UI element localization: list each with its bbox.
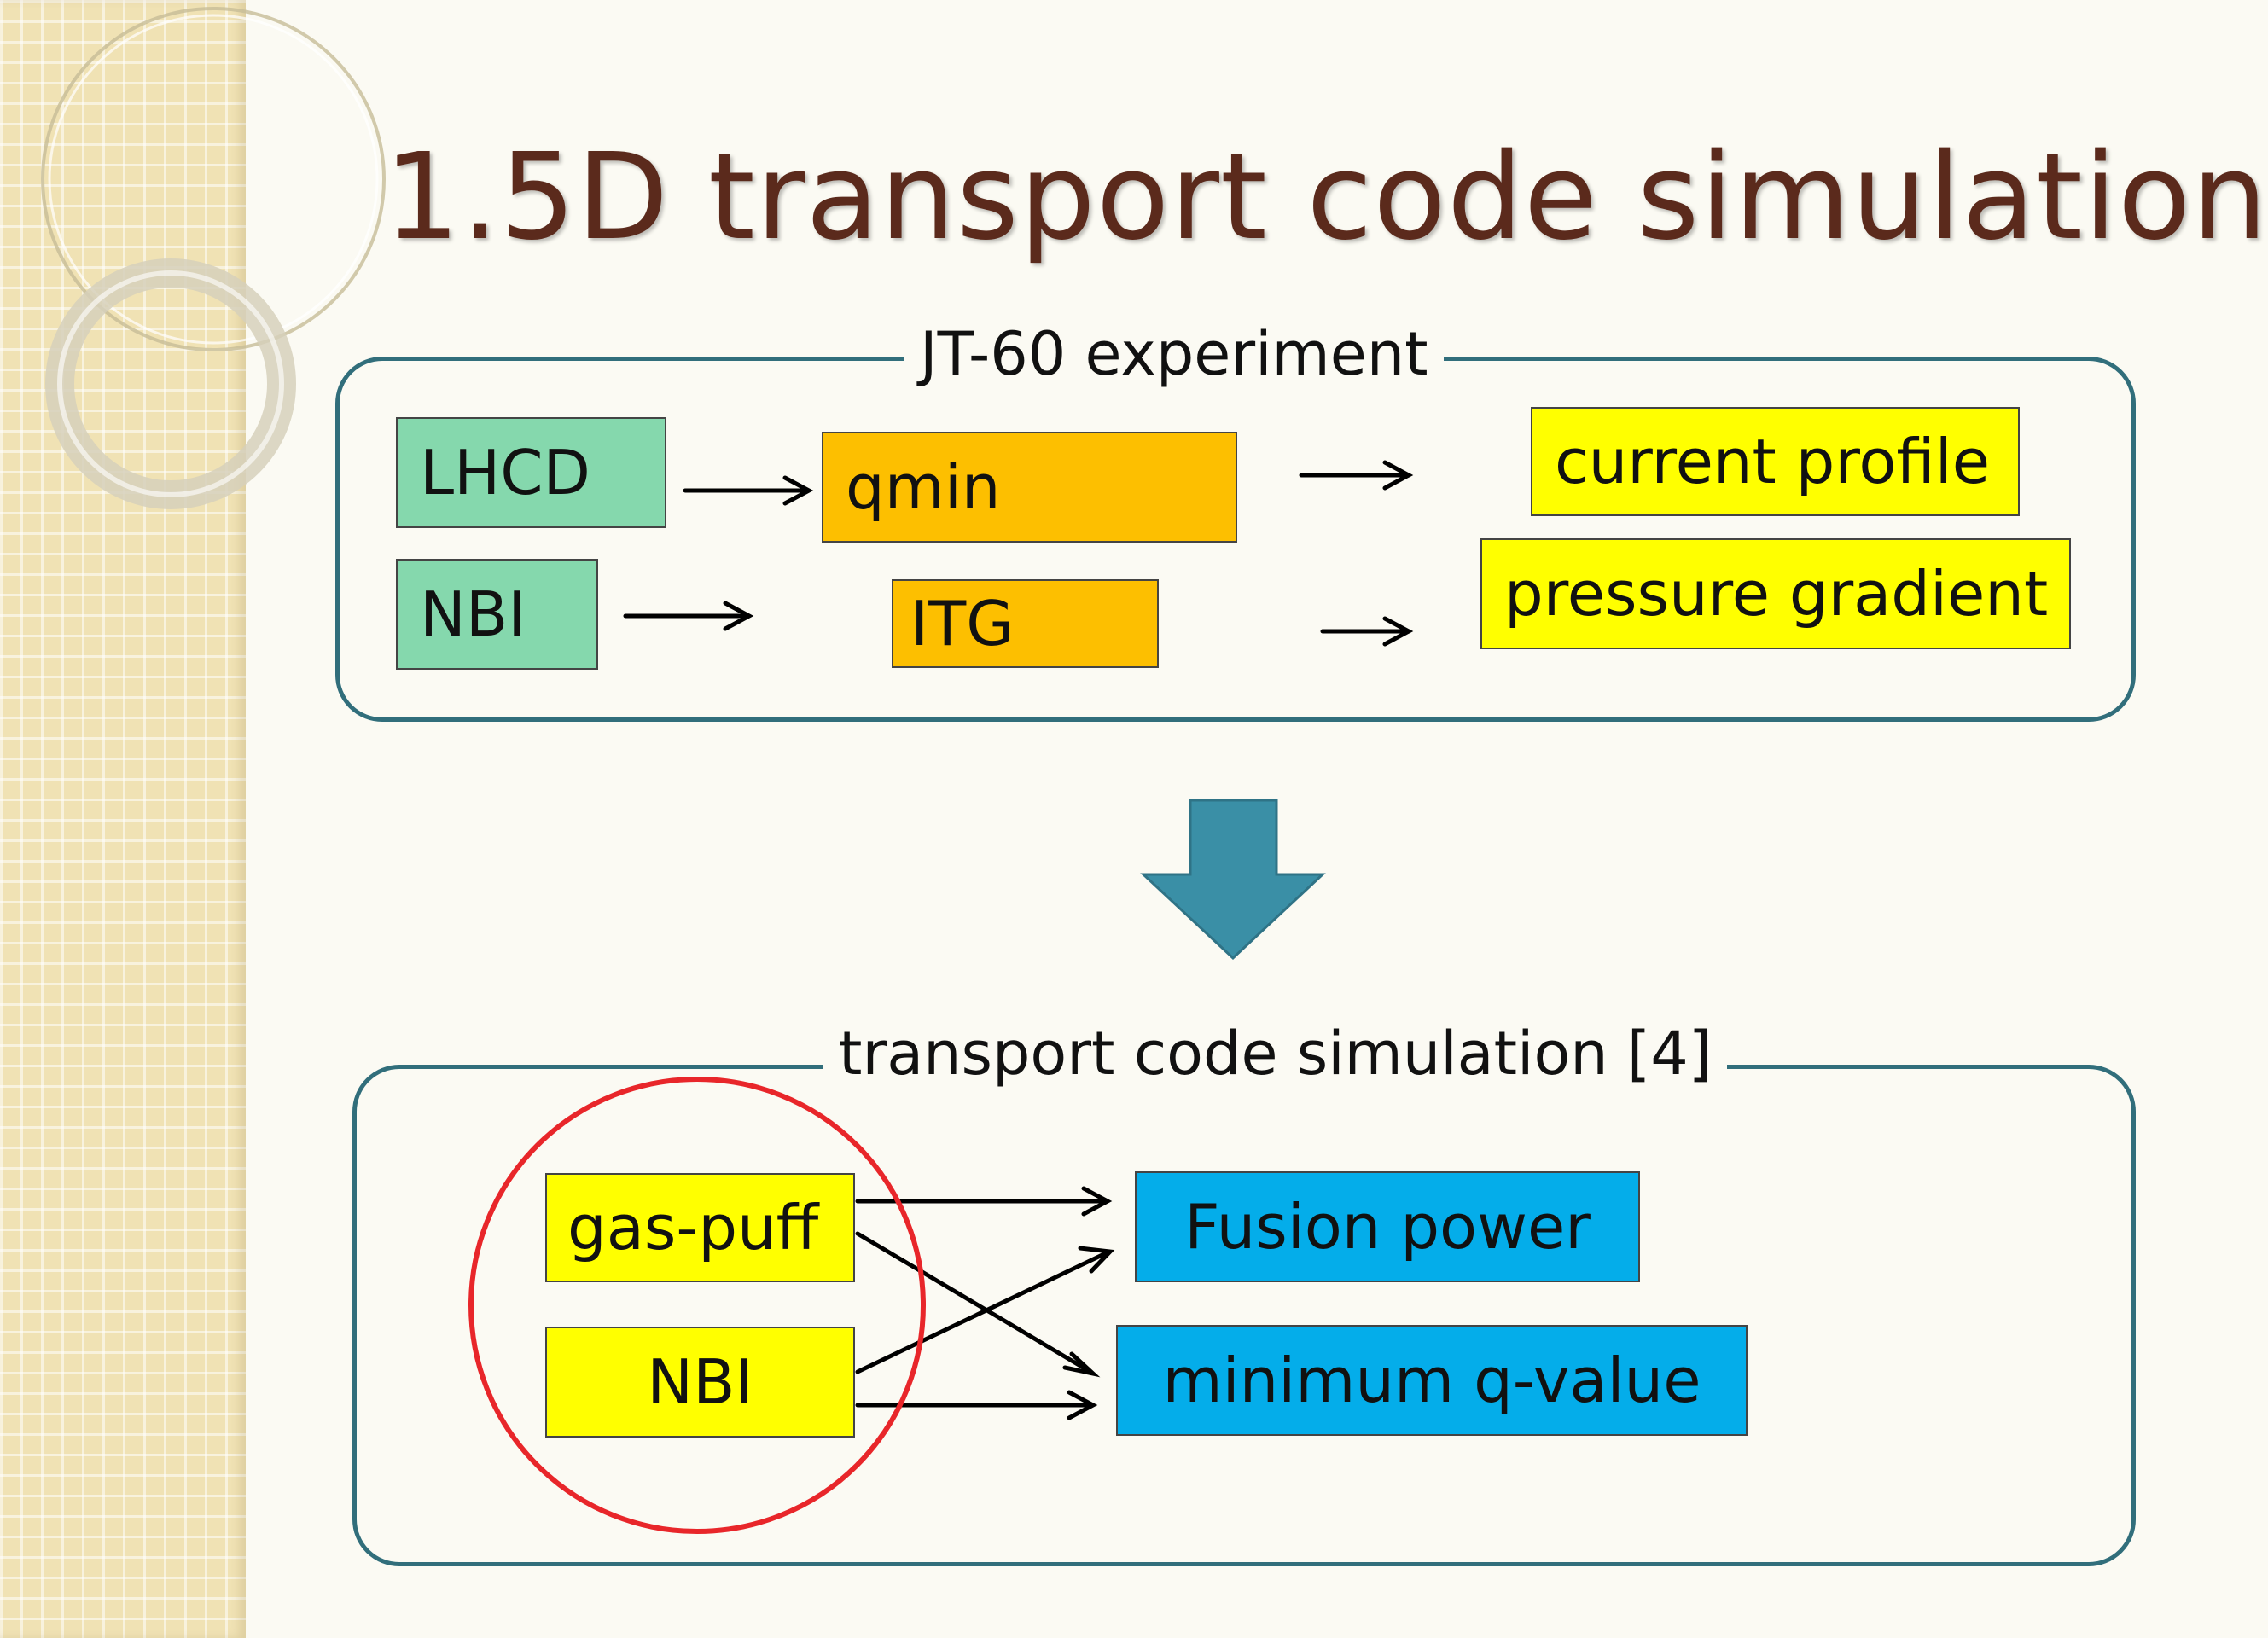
- gas-puff-node: gas-puff: [545, 1173, 855, 1282]
- lhcd-node: LHCD: [396, 417, 666, 528]
- down-arrow-icon: [1140, 799, 1326, 961]
- decorative-rings: [41, 7, 386, 509]
- fusion-power-node: Fusion power: [1135, 1171, 1640, 1282]
- simulation-nbi-node: NBI: [545, 1327, 855, 1438]
- pressure-gradient-node: pressure gradient: [1480, 538, 2071, 649]
- slide-title: 1.5D transport code simulation: [384, 128, 2268, 267]
- simulation-panel: [352, 1065, 2136, 1566]
- minimum-q-value-node: minimum q-value: [1116, 1325, 1748, 1436]
- simulation-panel-label: transport code simulation [4]: [823, 1015, 1728, 1092]
- itg-node: ITG: [892, 579, 1159, 668]
- experiment-panel-label: JT-60 experiment: [904, 316, 1444, 392]
- experiment-nbi-node: NBI: [396, 559, 598, 670]
- current-profile-node: current profile: [1531, 407, 2020, 516]
- qmin-node: qmin: [822, 432, 1237, 543]
